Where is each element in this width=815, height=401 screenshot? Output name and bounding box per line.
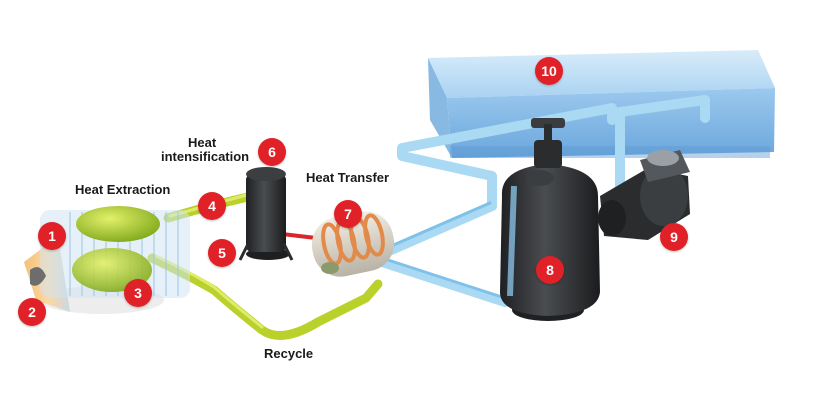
pump	[598, 150, 690, 240]
filter-valve	[534, 140, 562, 168]
compressor	[238, 167, 294, 261]
water-pipes	[377, 95, 710, 307]
sand-filter	[500, 118, 600, 321]
fan-icon	[30, 267, 46, 286]
pump-suction-pipe	[615, 95, 710, 195]
marker-3: 3	[124, 279, 152, 307]
marker-6: 6	[258, 138, 286, 166]
marker-8: 8	[536, 256, 564, 284]
evaporator-coil-top	[76, 206, 160, 242]
heat-transfer-label: Heat Transfer	[306, 170, 390, 185]
marker-4: 4	[198, 192, 226, 220]
marker-9: 9	[660, 223, 688, 251]
filter-valve-handle	[531, 118, 565, 128]
heater-return-pipe	[377, 257, 510, 307]
marker-1: 1	[38, 222, 66, 250]
pool-return-pipe	[377, 103, 617, 259]
marker-10: 10	[535, 57, 563, 85]
heat-exchanger	[311, 211, 395, 277]
pool-wall-shadow	[450, 146, 770, 158]
marker-2: 2	[18, 298, 46, 326]
marker-5: 5	[208, 239, 236, 267]
heat-intensification-label-line1: Heat	[188, 135, 217, 150]
hot-gas-pipe	[281, 232, 317, 240]
filter-tank	[500, 164, 600, 316]
compressor-body	[246, 174, 286, 252]
recycle-label: Recycle	[264, 346, 314, 361]
heat-intensification-label-line2: intensification	[161, 149, 250, 164]
pool	[428, 50, 775, 158]
marker-7: 7	[334, 200, 362, 228]
evaporator	[24, 206, 190, 314]
pool-surface	[428, 50, 775, 98]
pool-side-wall	[428, 58, 452, 158]
heat-extraction-label: Heat Extraction	[75, 182, 171, 197]
